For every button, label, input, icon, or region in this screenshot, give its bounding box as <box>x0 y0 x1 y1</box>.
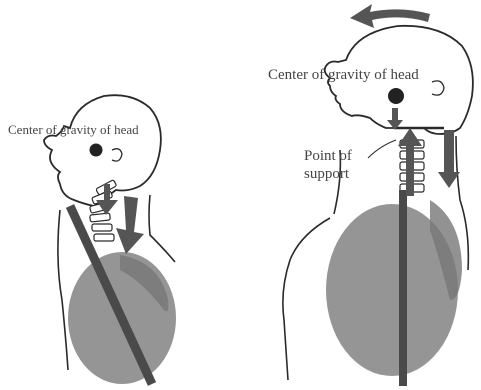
left-figure: Center of gravity of head <box>8 95 176 384</box>
left-vertebra <box>90 213 111 222</box>
support-label-line1: Point of <box>304 148 352 164</box>
left-cog-label: Center of gravity of head <box>8 122 139 137</box>
left-neck-back-outline <box>149 195 175 262</box>
support-label-line2: support <box>304 166 350 182</box>
rotation-arrow-icon <box>350 4 430 28</box>
left-center-of-gravity-dot <box>90 144 103 157</box>
right-cog-label: Center of gravity of head <box>268 67 419 83</box>
right-shoulder-outline <box>283 218 330 380</box>
left-gravity-arrow <box>116 196 144 254</box>
right-figure: Center of gravity of head Point of suppo… <box>268 4 473 386</box>
right-torso-shape <box>326 200 462 376</box>
left-vertebra <box>94 234 114 241</box>
left-body-outline <box>58 210 68 370</box>
support-pointer-line <box>368 140 396 158</box>
left-vertebra <box>92 224 112 231</box>
right-center-of-gravity-dot <box>388 88 404 104</box>
